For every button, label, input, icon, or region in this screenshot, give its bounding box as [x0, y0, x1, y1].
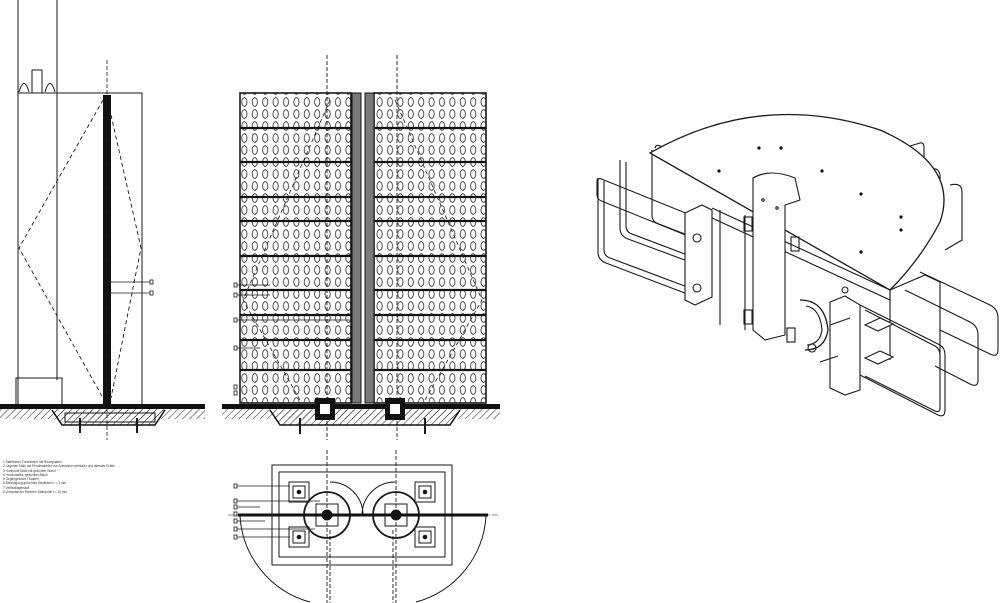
- isometric-detail: [596, 113, 999, 417]
- legend-item: 6 Befestigung gelochtes Stahlblech t = 3…: [3, 481, 67, 486]
- drawing-legend: 1 Stahlbeton-Fundament mit Bitumplatten …: [3, 460, 183, 494]
- legend-item: 1 Stahlbeton-Fundament mit Bitumplatten: [3, 460, 62, 464]
- legend-item: 4 Horizontales, gelochtes Blech: [3, 472, 48, 477]
- side-elevation: [0, 0, 205, 440]
- legend-item: 2 Lagerteil Stahl mit Pendelstreifen zur…: [3, 464, 115, 469]
- plan-view: [228, 450, 498, 603]
- legend-item: 8 Umlaufender Rahmen Stahlprofil t = 10 …: [3, 490, 68, 495]
- legend-item: 7 Vertikallagerstoff: [3, 485, 30, 490]
- legend-item: 5 Gegengewicht / Kasten: [3, 477, 39, 482]
- front-elevation: [222, 55, 500, 440]
- legend-item: 3 Hohlprofil Stahl mit gelochter Wand: [3, 468, 56, 473]
